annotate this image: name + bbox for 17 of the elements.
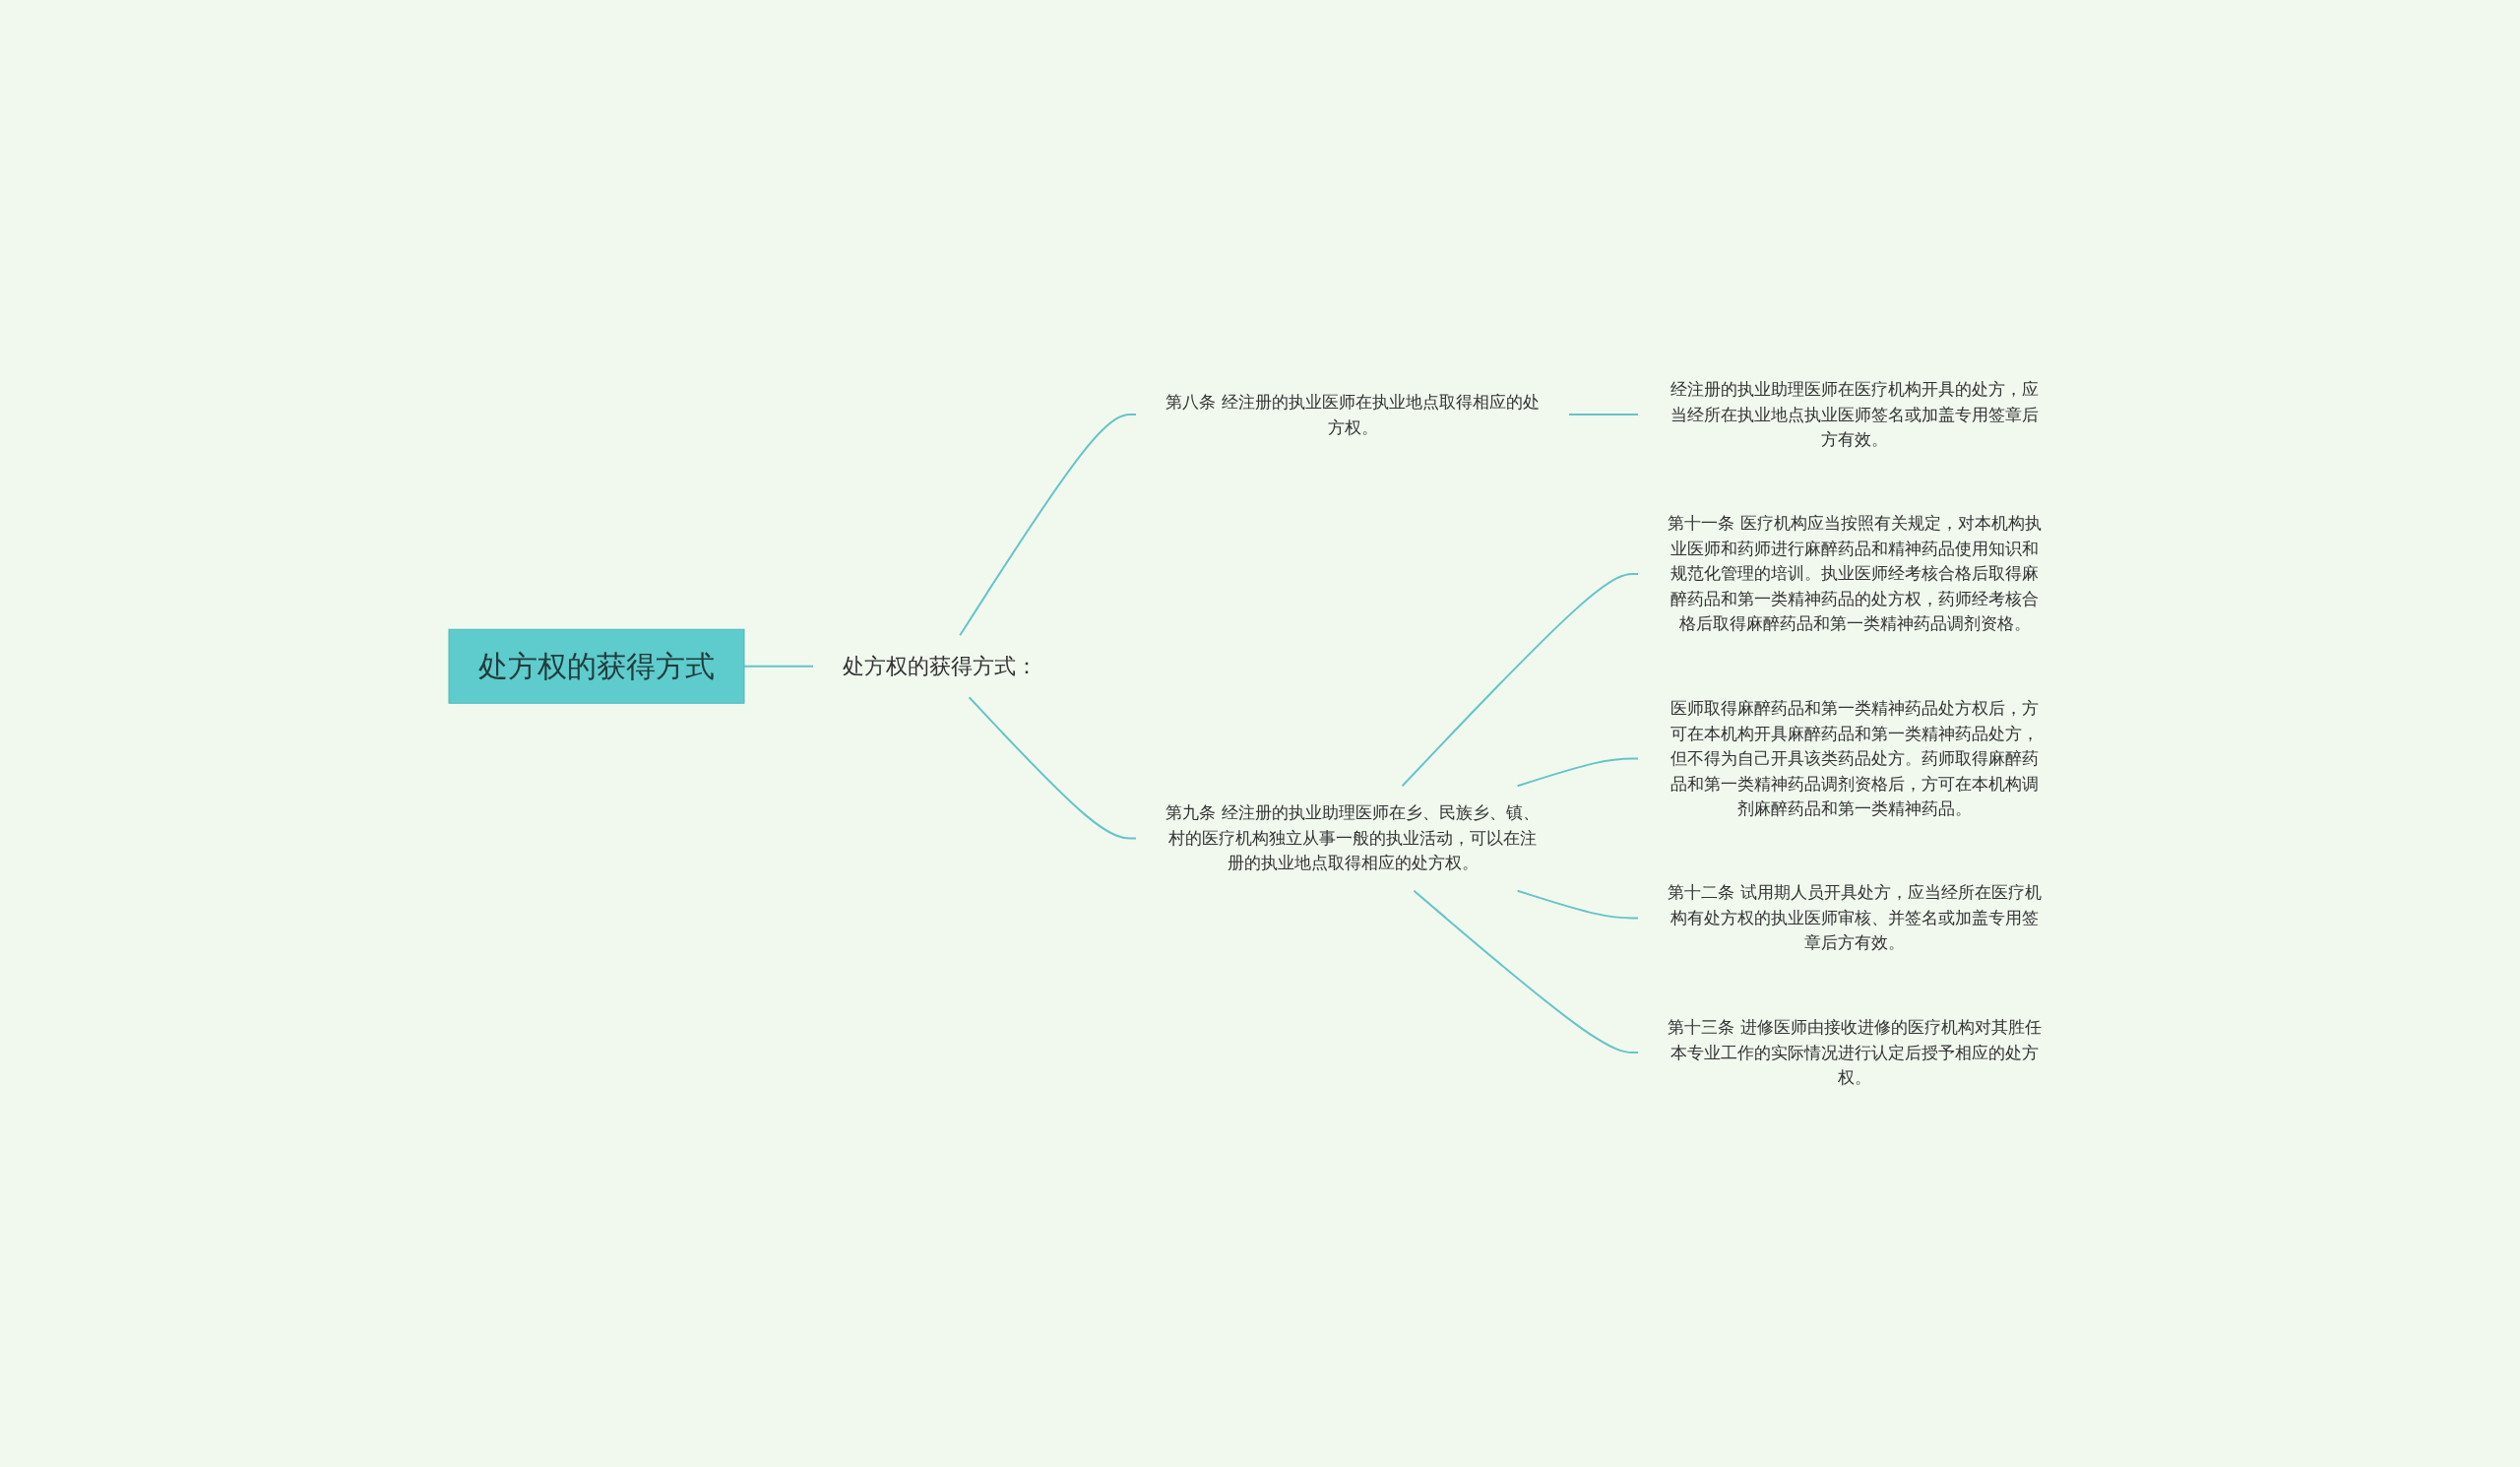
node-text: 第十二条 试用期人员开具处方，应当经所在医疗机构有处方权的执业医师审核、并签名或加盖专用签章后方有效。 (1668, 882, 2042, 953)
connector (1516, 889, 1639, 920)
node-box: 处方权的获得方式 (448, 628, 745, 704)
node-text: 医师取得麻醉药品和第一类精神药品处方权后，方可在本机构开具麻醉药品和第一类精神药品处方，但不得为自己开具该类药品处方。药师取得麻醉药品和第一类精神药品调剂资格后，方可在本机构调剂麻醉药品和第一类精神药品。 (1670, 697, 2039, 818)
connector (1516, 757, 1639, 788)
connector (1401, 573, 1639, 788)
node-text: 第十一条 医疗机构应当按照有关规定，对本机构执业医师和药师进行麻醉药品和精神药品使用知识和规范化管理的培训。执业医师经考核合格后取得麻醉药品和第一类精神药品的处方权，药师经考核合格后取得麻醉药品和第一类精神药品调剂资格。 (1668, 513, 2042, 634)
node-text: 经注册的执业助理医师在医疗机构开具的处方，应当经所在执业地点执业医师签名或加盖专用签章后方有效。 (1670, 378, 2039, 449)
connector (959, 414, 1137, 637)
node-text: 处方权的获得方式： (843, 654, 1038, 679)
node-text: 第八条 经注册的执业医师在执业地点取得相应的处方权。 (1166, 391, 1540, 436)
connector (1568, 414, 1639, 415)
connector (743, 665, 814, 668)
connector (1413, 889, 1639, 1053)
node-text: 第九条 经注册的执业助理医师在乡、民族乡、镇、村的医疗机构独立从事一般的执业活动，可以在注册的执业地点取得相应的处方权。 (1166, 802, 1540, 873)
connector (968, 696, 1137, 840)
node-text: 第十三条 进修医师由接收进修的医疗机构对其胜任本专业工作的实际情况进行认定后授予相应的处方权。 (1668, 1016, 2042, 1087)
